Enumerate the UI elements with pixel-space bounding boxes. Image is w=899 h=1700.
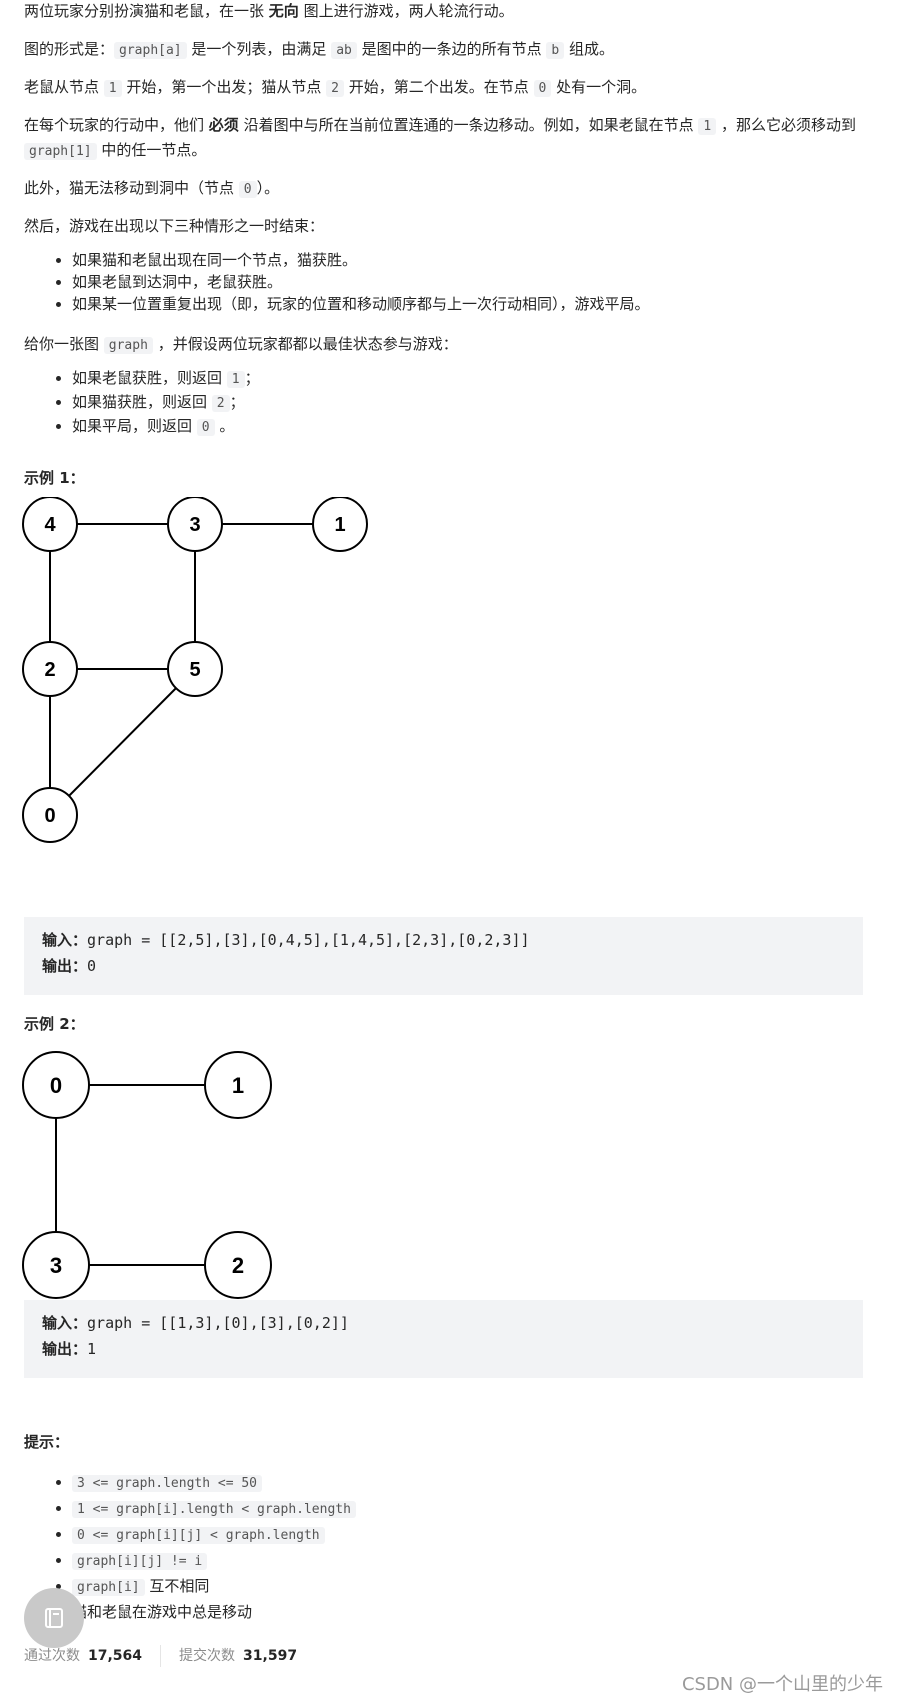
list-item: 如果猫和老鼠出现在同一个节点，猫获胜。 — [72, 249, 650, 271]
graph-node: 2 — [204, 1231, 272, 1299]
list-item: 如果平局，则返回 0 。 — [72, 415, 260, 439]
intro-paragraph-5: 此外，猫无法移动到洞中（节点 0）。 — [24, 179, 280, 198]
intro-paragraph-4-cont: graph[1] 中的任一节点。 — [24, 139, 206, 163]
intro-paragraph-6: 然后，游戏在出现以下三种情形之一时结束： — [24, 217, 325, 235]
graph-node: 2 — [22, 641, 78, 697]
example-1-graph: 4 3 1 2 5 0 — [22, 497, 368, 843]
list-item: graph[i] 互不相同 — [72, 1574, 356, 1600]
submitted-count: 31,597 — [243, 1648, 298, 1664]
intro-paragraph-7: 给你一张图 graph ，并假设两位玩家都都以最佳状态参与游戏： — [24, 335, 458, 354]
list-item: graph[i][j] != i — [72, 1548, 356, 1574]
example-2-input: 输入：graph = [[1,3],[0],[3],[0,2]] — [42, 1314, 349, 1332]
graph-node: 3 — [167, 497, 223, 552]
example-1-input: 输入：graph = [[2,5],[3],[0,4,5],[1,4,5],[2… — [42, 931, 530, 949]
intro-paragraph-4: 在每个玩家的行动中，他们 必须 沿着图中与所在当前位置连通的一条边移动。例如，如… — [24, 116, 856, 135]
intro-paragraph-2: 图的形式是：graph[a] 是一个列表，由满足 ab 是图中的一条边的所有节点… — [24, 40, 614, 59]
list-item: 如果老鼠到达洞中，老鼠获胜。 — [72, 271, 650, 293]
list-item: 猫和老鼠在游戏中总是移动 — [72, 1600, 356, 1624]
graph-node: 4 — [22, 497, 78, 552]
svg-text:5: 5 — [189, 659, 200, 681]
end-rules-list: 如果猫和老鼠出现在同一个节点，猫获胜。 如果老鼠到达洞中，老鼠获胜。 如果某一位… — [24, 249, 650, 315]
list-item: 1 <= graph[i].length < graph.length — [72, 1496, 356, 1522]
divider — [160, 1645, 162, 1667]
svg-text:1: 1 — [334, 514, 345, 536]
svg-text:3: 3 — [50, 1253, 62, 1278]
example-2-output: 输出：1 — [42, 1340, 97, 1358]
accepted-label: 通过次数 — [24, 1648, 80, 1664]
intro-paragraph-3: 老鼠从节点 1 开始，第一个出发；猫从节点 2 开始，第二个出发。在节点 0 处… — [24, 78, 647, 97]
accepted-count: 17,564 — [88, 1648, 143, 1664]
graph-node: 0 — [22, 1051, 90, 1119]
example-2-code-block: 输入：graph = [[1,3],[0],[3],[0,2]] 输出：1 — [24, 1300, 863, 1378]
intro-paragraph-1: 两位玩家分别扮演猫和老鼠，在一张 无向 图上进行游戏，两人轮流行动。 — [24, 2, 514, 20]
submitted-label: 提交次数 — [179, 1648, 236, 1664]
graph-node: 1 — [204, 1051, 272, 1119]
example-1-output: 输出：0 — [42, 957, 97, 975]
svg-text:1: 1 — [232, 1073, 244, 1098]
list-item: 3 <= graph.length <= 50 — [72, 1470, 356, 1496]
svg-text:4: 4 — [44, 514, 56, 536]
svg-text:0: 0 — [50, 1073, 62, 1098]
list-item: 0 <= graph[i][j] < graph.length — [72, 1522, 356, 1548]
example-1-title: 示例 1： — [24, 469, 85, 487]
book-icon — [45, 1608, 63, 1628]
example-2-title: 示例 2： — [24, 1015, 85, 1033]
graph-node: 5 — [167, 641, 223, 697]
list-item: 如果猫获胜，则返回 2； — [72, 391, 260, 415]
list-item: 如果老鼠获胜，则返回 1； — [72, 367, 260, 391]
svg-text:0: 0 — [44, 805, 55, 827]
return-values-list: 如果老鼠获胜，则返回 1； 如果猫获胜，则返回 2； 如果平局，则返回 0 。 — [24, 367, 260, 439]
svg-text:3: 3 — [189, 514, 200, 536]
svg-text:2: 2 — [44, 659, 55, 681]
graph-node: 0 — [22, 787, 78, 843]
graph-node: 1 — [312, 497, 368, 552]
hints-list: 3 <= graph.length <= 50 1 <= graph[i].le… — [24, 1470, 356, 1624]
graph-node: 3 — [22, 1231, 90, 1299]
notes-button[interactable] — [24, 1588, 84, 1648]
submission-stats: 通过次数 17,564 提交次数 31,597 — [24, 1645, 297, 1667]
example-1-code-block: 输入：graph = [[2,5],[3],[0,4,5],[1,4,5],[2… — [24, 917, 863, 995]
example-2-graph: 0 1 3 2 — [22, 1051, 272, 1299]
csdn-watermark: CSDN @一个山里的少年 — [681, 1674, 883, 1695]
hints-title: 提示： — [24, 1433, 70, 1451]
list-item: 如果某一位置重复出现（即，玩家的位置和移动顺序都与上一次行动相同），游戏平局。 — [72, 293, 650, 315]
svg-text:2: 2 — [232, 1253, 244, 1278]
